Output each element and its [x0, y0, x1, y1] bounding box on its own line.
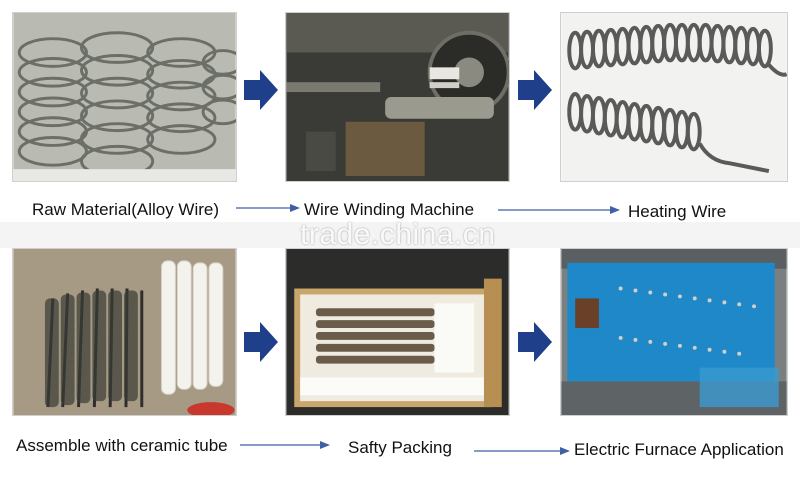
watermark-band: [0, 222, 800, 248]
arrow-right-icon: [518, 70, 552, 110]
arrow-right-icon: [244, 322, 278, 362]
ceramic-tube-assembly-photo: [12, 248, 237, 416]
step-4-label: Assemble with ceramic tube: [16, 436, 228, 455]
wooden-crate-photo: [285, 248, 510, 416]
watermark: trade.china.cn: [300, 218, 496, 251]
step-6-label: Electric Furnace Application: [574, 440, 784, 459]
electric-furnace-photo: [560, 248, 788, 416]
step-2-label: Wire Winding Machine: [304, 200, 475, 219]
arrow-right-icon: [518, 322, 552, 362]
step-1-label: Raw Material(Alloy Wire): [32, 200, 220, 219]
winding-machine-photo: [285, 12, 510, 182]
step-5-label: Safty Packing: [348, 438, 452, 457]
flow-arrow-icon: [498, 205, 620, 215]
flow-arrow-icon: [474, 446, 570, 456]
wire-coils-photo: [12, 12, 237, 182]
heating-coil-photo: [560, 12, 788, 182]
arrow-right-icon: [244, 70, 278, 110]
flow-arrow-icon: [236, 203, 300, 213]
flow-arrow-icon: [240, 440, 330, 450]
step-3-label: Heating Wire: [628, 202, 727, 221]
